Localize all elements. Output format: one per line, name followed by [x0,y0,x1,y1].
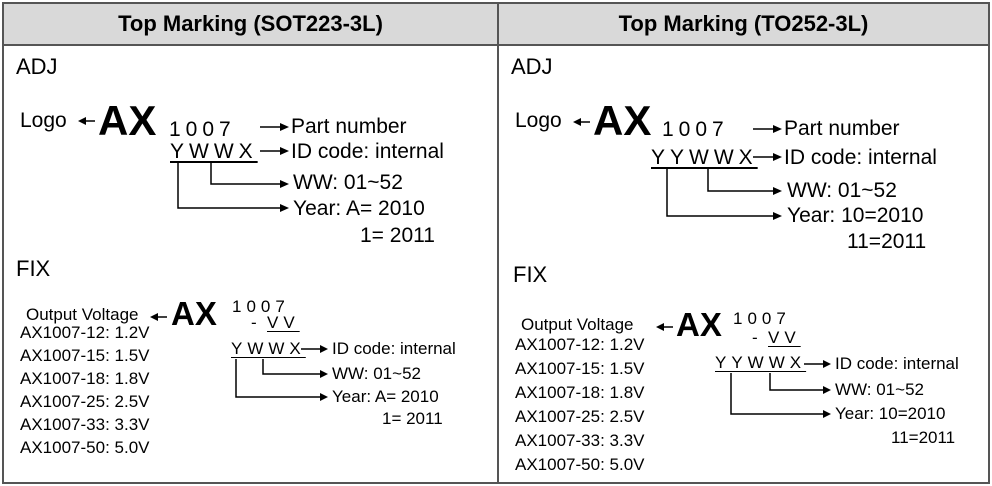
output-voltage-label: Output Voltage [26,305,139,324]
year-label: Year: A= 2010 [293,197,425,220]
voltage-list-item: AX1007-15: 1.5V [20,346,150,365]
year-label-2: 1= 2011 [360,224,435,247]
year-label-2: 11=2011 [847,230,927,253]
fix-id-code-label: ID code: internal [332,339,456,358]
fix-vv: VV [768,328,801,347]
header-sot223: Top Marking (SOT223-3L) [4,4,497,46]
arrow-lines [573,118,831,418]
fix-digits: 1007 [232,297,290,316]
voltage-list-item: AX1007-25: 2.5V [20,392,150,411]
cell-sot223: ADJ Logo AX 1007 Part number YWWX ID cod… [4,46,497,482]
fix-year-label: Year: 10=2010 [835,404,946,423]
fix-vv: VV [267,313,300,332]
fix-dash: - [251,313,257,332]
voltage-list-item: AX1007-33: 3.3V [20,415,150,434]
column-divider [497,4,499,482]
section-adj: ADJ [511,54,553,79]
fix-id-code-chars: YYWWX [715,353,807,372]
fix-ww-label: WW: 01~52 [835,380,924,399]
fix-id-code-chars: YWWX [231,339,306,358]
voltage-list-item: AX1007-25: 2.5V [515,407,645,426]
voltage-list-item: AX1007-50: 5.0V [20,438,150,457]
part-digits: 1007 [662,118,729,141]
section-fix: FIX [513,262,548,287]
part-digits: 1007 [169,118,236,141]
year-label: Year: 10=2010 [787,204,924,227]
fix-year-label: Year: A= 2010 [332,387,439,406]
voltage-list-item: AX1007-15: 1.5V [515,359,645,378]
logo-label: Logo [515,109,562,132]
id-code-chars: YYWWX [651,146,758,169]
arrow-lines [78,117,328,401]
ax-logo: AX [98,97,157,144]
ww-label: WW: 01~52 [293,171,403,194]
ax-logo: AX [676,306,722,343]
voltage-list-item: AX1007-12: 1.2V [20,323,150,342]
fix-ww-label: WW: 01~52 [332,364,421,383]
part-number-label: Part number [291,115,407,138]
voltage-list-item: AX1007-18: 1.8V [20,369,150,388]
id-code-chars: YWWX [170,140,258,163]
ax-logo: AX [593,97,652,144]
part-number-label: Part number [784,117,900,140]
voltage-list-item: AX1007-18: 1.8V [515,383,645,402]
fix-digits: 1007 [733,309,791,328]
fix-id-code-label: ID code: internal [835,354,959,373]
header-to252: Top Marking (TO252-3L) [499,4,988,46]
voltage-list-item: AX1007-33: 3.3V [515,431,645,450]
id-code-label: ID code: internal [291,140,444,163]
section-adj: ADJ [16,54,58,79]
fix-year-label-2: 11=2011 [891,428,956,447]
ax-logo: AX [171,295,217,332]
cell-to252: ADJ Logo AX 1007 Part number YYWWX ID co… [499,46,988,482]
voltage-list-item: AX1007-50: 5.0V [515,455,645,474]
logo-label: Logo [20,109,67,132]
id-code-label: ID code: internal [784,146,937,169]
voltage-list-item: AX1007-12: 1.2V [515,335,645,354]
fix-dash: - [752,328,758,347]
ww-label: WW: 01~52 [787,179,897,202]
fix-year-label-2: 1= 2011 [382,409,443,428]
output-voltage-label: Output Voltage [521,315,634,334]
section-fix: FIX [16,256,51,281]
